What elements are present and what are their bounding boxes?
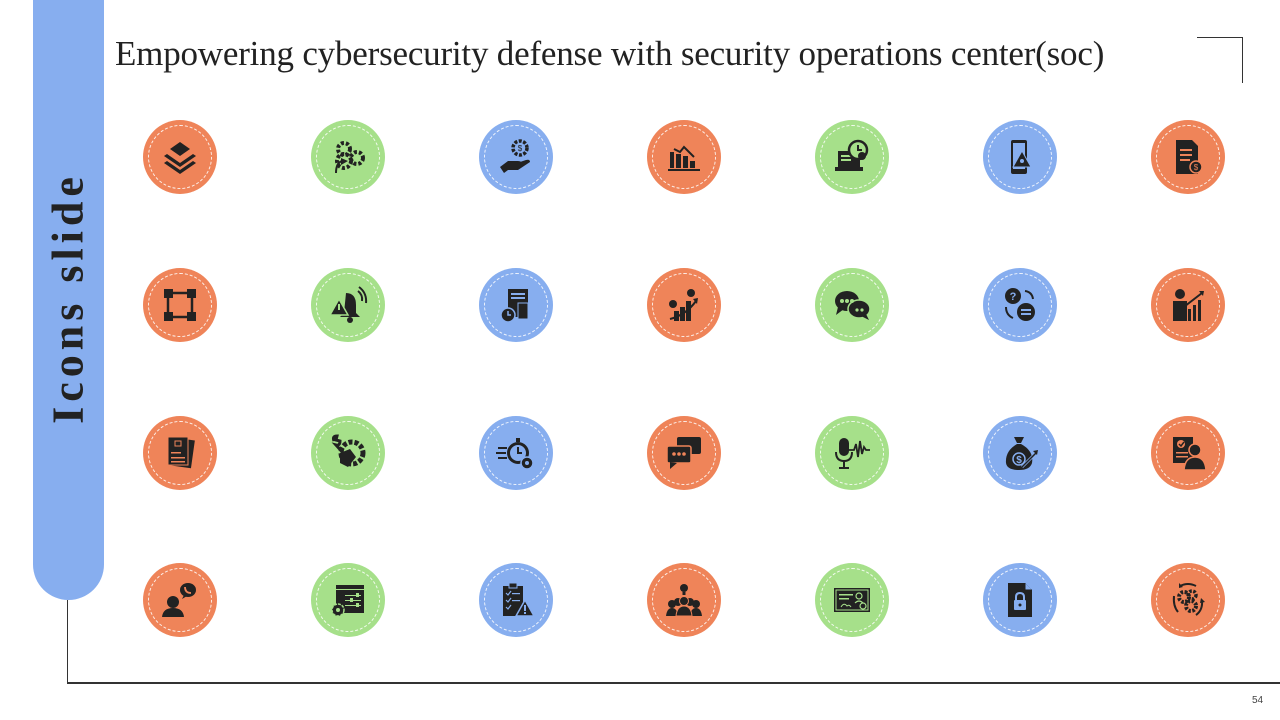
- hand-money-gear-icon: $: [479, 120, 553, 194]
- svg-text:$: $: [1016, 455, 1022, 466]
- approved-profile-icon: [1151, 416, 1225, 490]
- page-title: Empowering cybersecurity defense with se…: [115, 34, 1105, 73]
- certificate-icon: [815, 563, 889, 637]
- document-dollar-icon: $: [1151, 120, 1225, 194]
- frame-line-horizontal: [67, 682, 1280, 684]
- gears-process-icon: [311, 120, 385, 194]
- side-title-bar: [33, 0, 104, 600]
- svg-text:$: $: [1194, 163, 1199, 172]
- network-nodes-icon: [143, 268, 217, 342]
- growth-people-chart-icon: [647, 268, 721, 342]
- svg-text:?: ?: [1010, 291, 1017, 303]
- mobile-threat-icon: [983, 120, 1057, 194]
- gears-cycle-icon: [1151, 563, 1225, 637]
- money-bag-growth-icon: $: [983, 416, 1057, 490]
- team-idea-icon: [647, 563, 721, 637]
- side-title: Icons slide: [43, 172, 93, 424]
- layers-icon: [143, 120, 217, 194]
- svg-text:$: $: [518, 144, 523, 153]
- declining-chart-icon: [647, 120, 721, 194]
- clipboard-warning-icon: [479, 563, 553, 637]
- hand-wrench-gear-icon: [311, 416, 385, 490]
- person-call-icon: [143, 563, 217, 637]
- chat-bubbles-icon: [815, 268, 889, 342]
- message-bubbles-icon: [647, 416, 721, 490]
- frame-line-vertical: [67, 600, 68, 683]
- corner-bracket-decoration: [1197, 37, 1243, 83]
- question-answer-icon: ?: [983, 268, 1057, 342]
- alarm-bell-warning-icon: [311, 268, 385, 342]
- settings-panel-icon: [311, 563, 385, 637]
- locked-file-icon: [983, 563, 1057, 637]
- microphone-waveform-icon: [815, 416, 889, 490]
- businessman-growth-icon: [1151, 268, 1225, 342]
- page-number: 54: [1252, 695, 1264, 706]
- files-icon: [143, 416, 217, 490]
- laptop-clock-check-icon: [815, 120, 889, 194]
- documents-clock-icon: [479, 268, 553, 342]
- fast-stopwatch-gear-icon: [479, 416, 553, 490]
